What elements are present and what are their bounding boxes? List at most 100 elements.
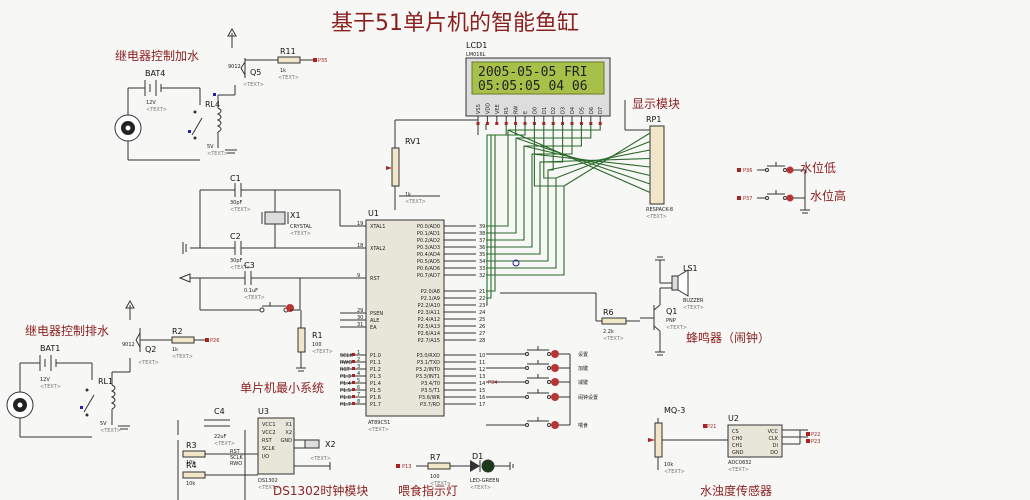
rv1-pot: RV1 1k <TEXT> bbox=[386, 119, 478, 210]
c2-text: <TEXT> bbox=[230, 265, 251, 271]
p1-net-marker bbox=[352, 402, 355, 405]
lcd-pin-marker bbox=[532, 122, 536, 125]
adc-pin-label: CLK bbox=[768, 436, 778, 442]
q2-ref: Q2 bbox=[145, 345, 156, 354]
p1-net-marker bbox=[352, 381, 355, 384]
c4-ref: C4 bbox=[214, 407, 225, 416]
ds1302-pin-label: SCLK bbox=[262, 446, 275, 452]
mcu-left-pin-number: 18 bbox=[357, 243, 363, 249]
adc-pin-label: DI bbox=[773, 443, 778, 449]
key-button-icon bbox=[551, 364, 559, 372]
c4-text: <TEXT> bbox=[214, 441, 235, 447]
key-button-icon bbox=[551, 350, 559, 358]
mcu-right-pin-number: 14 bbox=[479, 381, 485, 387]
bat1-text: <TEXT> bbox=[40, 384, 61, 390]
ds1302-pin-label: VCC2 bbox=[262, 430, 276, 436]
mcu-right-pin-label: P3.6/WR bbox=[419, 395, 441, 401]
r2-ref: R2 bbox=[172, 327, 183, 336]
r6-text: <TEXT> bbox=[603, 336, 624, 342]
u3-model: DS1302 bbox=[258, 478, 278, 484]
turbidity-label: 水浊度传感器 bbox=[700, 483, 772, 498]
rl1-text: <TEXT> bbox=[100, 428, 121, 434]
rp1-model: RESPACK-8 bbox=[646, 207, 673, 213]
p1-net-label: RST bbox=[340, 367, 351, 373]
r4-value: 10k bbox=[186, 481, 195, 487]
mcu-right-pin-label: P0.0/AD0 bbox=[417, 224, 440, 230]
p1-net-label: RWO bbox=[340, 360, 352, 366]
mcu-right-pin-number: 28 bbox=[479, 338, 485, 344]
key-contact bbox=[525, 366, 529, 370]
mcu-right-pin-label: P0.3/AD3 bbox=[417, 245, 440, 251]
relay-in-circuit: 继电器控制加水 BAT4 12V <TEXT> RL4 5V <TEXT> 90… bbox=[114, 27, 327, 161]
mcu-right-pin-number: 35 bbox=[479, 252, 485, 258]
key-contact bbox=[547, 352, 551, 356]
mcu-right-pin-label: P3.5/T1 bbox=[421, 388, 440, 394]
ds1302-net-label: SCLK bbox=[230, 455, 243, 461]
mcu-right-pin-label: P2.3/A11 bbox=[418, 310, 440, 316]
p34-net: P34 bbox=[488, 380, 497, 386]
buzzer-circuit: LS1 BUZZER <TEXT> Q1 PNP <TEXT> R6 2.2k … bbox=[500, 256, 770, 356]
ls1-model: BUZZER bbox=[683, 298, 704, 304]
r6-ref: R6 bbox=[603, 308, 614, 317]
p13-net: P13 bbox=[402, 464, 411, 470]
r11-value: 1k bbox=[280, 68, 286, 74]
mcu-right-pin-label: P2.6/A14 bbox=[418, 331, 440, 337]
lcd-pin-marker bbox=[504, 122, 508, 125]
rl1-ref: RL1 bbox=[98, 377, 113, 386]
display-label: 显示模块 bbox=[632, 97, 680, 111]
mcu-left-pin-number: 2 bbox=[357, 357, 360, 363]
mcu-left-pin-number: 31 bbox=[357, 322, 363, 328]
lcd-pin-label: RW bbox=[514, 106, 520, 114]
p22-net: P22 bbox=[811, 432, 820, 438]
mcu-right-pin-number: 15 bbox=[479, 388, 485, 394]
x1-model: CRYSTAL bbox=[290, 224, 312, 230]
ds1302-pin-label: RST bbox=[262, 438, 273, 444]
x2-text: <TEXT> bbox=[310, 456, 331, 462]
bat1-voltage: 12V bbox=[40, 377, 50, 383]
lcd-pin-marker bbox=[485, 122, 489, 125]
rtc-module: C4 22uF <TEXT> U3 VCC1VCC2RSTSCLKI/OX1X2… bbox=[177, 407, 368, 500]
r4-ref: R4 bbox=[186, 461, 197, 470]
mcu-right-pin-number: 34 bbox=[479, 259, 485, 265]
mcu-right-pin-label: P2.5/A13 bbox=[418, 324, 440, 330]
mcu-left-pin-number: 19 bbox=[357, 221, 363, 227]
mq3-value: 10k bbox=[664, 462, 673, 468]
bat1-ref: BAT1 bbox=[40, 344, 60, 353]
feed-led-label: 喂食指示灯 bbox=[398, 483, 458, 498]
mcu-left-pin-label: P1.4 bbox=[370, 381, 381, 387]
r1-text: <TEXT> bbox=[312, 349, 333, 355]
relay-in-label: 继电器控制加水 bbox=[115, 49, 199, 63]
key-contact bbox=[547, 395, 551, 399]
mcu-left-pin-label: P1.5 bbox=[370, 388, 381, 394]
rl4-voltage: 5V bbox=[207, 144, 214, 150]
lcd-ref: LCD1 bbox=[466, 41, 487, 50]
r7-text: <TEXT> bbox=[430, 481, 451, 487]
key-label-1: 加键 bbox=[578, 365, 588, 372]
r1-ref: R1 bbox=[312, 331, 323, 340]
lcd-pin-marker bbox=[542, 122, 546, 125]
bat4-ref: BAT4 bbox=[145, 69, 165, 78]
mcu-right-pin-label: P2.2/A10 bbox=[418, 303, 440, 309]
key-label-0: 设置 bbox=[578, 351, 588, 358]
key-contact bbox=[547, 380, 551, 384]
mcu-left-pin-number: 29 bbox=[357, 308, 363, 314]
mq3-text: <TEXT> bbox=[664, 469, 685, 475]
mcu-right-pin-number: 16 bbox=[479, 395, 485, 401]
p1-net-marker bbox=[352, 360, 355, 363]
water-low-label: 水位低 bbox=[800, 160, 836, 175]
r3-ref: R3 bbox=[186, 441, 197, 450]
mcu-left-pin-label: P1.1 bbox=[370, 360, 381, 366]
mcu-left-pin-label: ALE bbox=[370, 318, 379, 324]
rl1-voltage: 5V bbox=[100, 421, 107, 427]
control-bus-line bbox=[486, 124, 526, 306]
mcu-right-pin-label: P0.4/AD4 bbox=[417, 252, 440, 258]
mcu-right-pin-label: P3.0/RXD bbox=[417, 353, 441, 359]
lcd-pin-marker bbox=[589, 122, 593, 125]
mcu-left-pin-number: 5 bbox=[357, 378, 360, 384]
r11-ref: R11 bbox=[280, 47, 296, 56]
